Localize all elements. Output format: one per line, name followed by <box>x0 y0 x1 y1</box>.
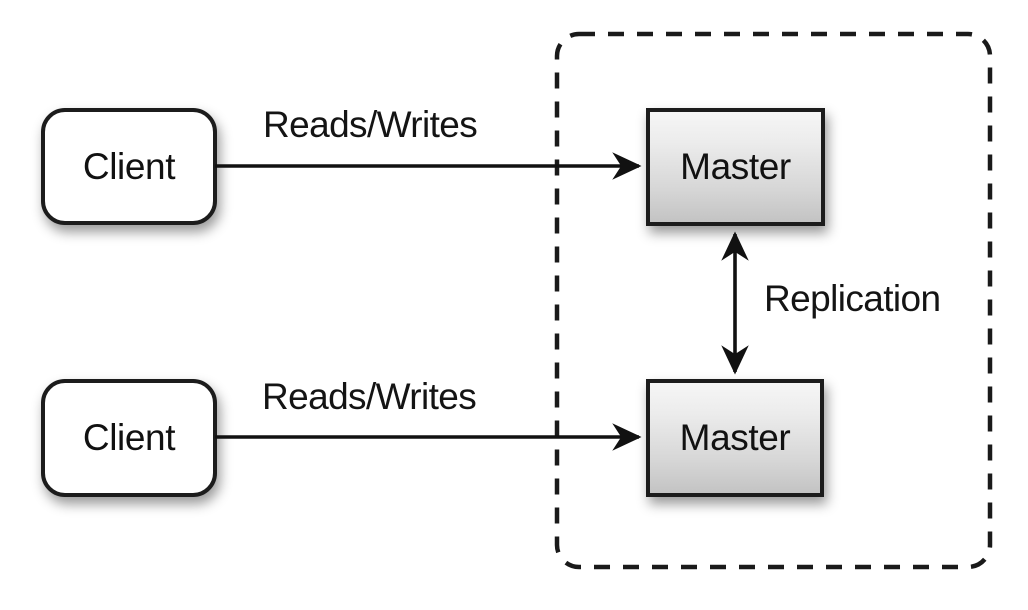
edge-label-reads-writes-bottom: Reads/Writes <box>262 376 477 417</box>
replication-cluster-boundary <box>554 31 993 570</box>
edge-label-reads-writes-top: Reads/Writes <box>263 104 478 145</box>
node-master-bottom[interactable] <box>646 379 824 497</box>
node-client-bottom[interactable] <box>41 379 217 497</box>
edge-label-replication: Replication <box>764 278 941 319</box>
node-master-top[interactable] <box>646 108 825 226</box>
node-client-top[interactable] <box>41 108 217 225</box>
